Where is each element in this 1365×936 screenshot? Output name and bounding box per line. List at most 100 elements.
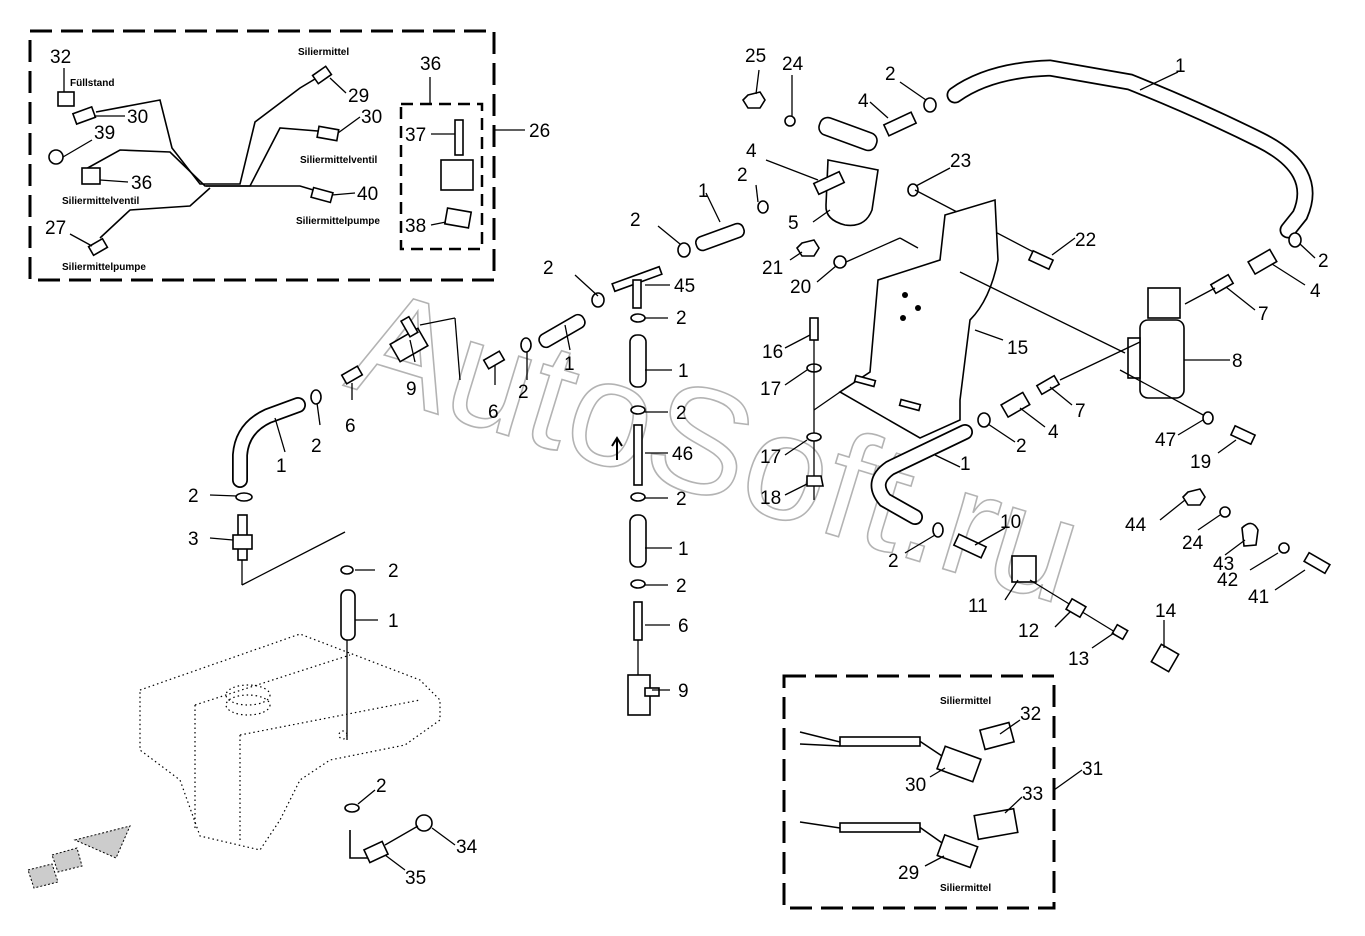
cable-lower-sleeve	[839, 822, 921, 833]
callout-2-center-1: 2	[676, 308, 687, 329]
callout-2-center-4: 2	[676, 576, 687, 597]
connector-29-icon	[311, 65, 333, 85]
harness-inset: 32 Füllstand 30 39 36 Siliermittelventil…	[28, 29, 550, 282]
callout-30-inset: 30	[905, 775, 926, 796]
callout-8: 8	[1232, 351, 1243, 372]
label-siliermittelpumpe-left: Siliermittelpumpe	[62, 262, 146, 273]
cable-upper-sleeve	[839, 736, 921, 747]
label-siliermittel-inset-top: Siliermittel	[940, 696, 991, 707]
sleeve-12-icon	[1064, 597, 1088, 619]
callout-1-center-1: 1	[678, 361, 689, 382]
callout-35: 35	[405, 868, 426, 889]
fitting-4d-icon	[1000, 391, 1031, 419]
nut-44-icon	[1181, 488, 1206, 506]
callout-25: 25	[745, 46, 766, 67]
callout-30-right: 30	[361, 107, 382, 128]
callout-13: 13	[1068, 649, 1089, 670]
callout-1-tank: 1	[388, 611, 399, 632]
connector-inset: Siliermittel 32 30 33 29 Siliermittel 31	[782, 674, 1103, 910]
callout-15: 15	[1007, 338, 1028, 359]
callout-5: 5	[788, 213, 799, 234]
tube-35-icon	[349, 830, 370, 859]
clamp-2-right-icon	[1288, 232, 1302, 248]
callout-36-top: 36	[420, 54, 441, 75]
connector-39-icon	[48, 149, 64, 165]
fitting-3-nut-icon	[232, 534, 253, 550]
callout-2-mid-low: 2	[518, 382, 529, 403]
bolt-16-icon	[809, 317, 819, 341]
screw-37-icon	[454, 119, 464, 156]
callout-26: 26	[529, 121, 550, 142]
callout-38: 38	[405, 216, 426, 237]
callout-1-upper: 1	[698, 181, 709, 202]
callout-29: 29	[348, 86, 369, 107]
washer-24-icon	[784, 115, 796, 127]
callout-9-upper: 9	[406, 379, 417, 400]
bolt-19-icon	[1229, 424, 1257, 446]
callout-11: 11	[968, 596, 988, 617]
washer-17b-icon	[806, 432, 822, 442]
callout-37: 37	[405, 125, 426, 146]
label-siliermittel-inset-bottom: Siliermittel	[940, 883, 991, 894]
callout-2-left: 2	[311, 436, 322, 457]
callout-12: 12	[1018, 621, 1039, 642]
clamp-2l-icon	[630, 579, 646, 589]
valve-plug-36-icon	[81, 167, 101, 185]
callout-4-right: 4	[1310, 281, 1321, 302]
label-siliermittel-top: Siliermittel	[298, 47, 349, 58]
valve-body-icon	[440, 159, 474, 191]
callout-2-left-low: 2	[188, 486, 199, 507]
callout-1-mid: 1	[564, 354, 575, 375]
callout-3: 3	[188, 529, 199, 550]
callout-29-inset: 29	[898, 863, 919, 884]
bolt-41-icon	[1303, 551, 1331, 575]
flow-arrow-icon	[611, 436, 623, 460]
fitting-6-icon	[340, 365, 364, 385]
valve-9-icon	[389, 327, 429, 363]
callout-32: 32	[50, 47, 71, 68]
bracket-15-icon	[838, 198, 999, 439]
callout-6-mid: 6	[488, 402, 499, 423]
nut-18-icon	[806, 475, 824, 487]
bolt-22-icon	[1027, 249, 1055, 271]
fitting-7b-icon	[1035, 374, 1061, 396]
callout-47: 47	[1155, 430, 1176, 451]
valve-9-lever-icon	[399, 315, 419, 338]
fitting-6b-icon	[482, 350, 506, 370]
clamp-2c-icon	[340, 565, 354, 575]
callout-30: 30	[127, 107, 148, 128]
callout-2-top: 2	[885, 64, 896, 85]
callout-23: 23	[950, 151, 971, 172]
callout-4-top: 4	[858, 91, 869, 112]
clamp-2g-icon	[677, 242, 691, 258]
callout-46: 46	[672, 444, 693, 465]
nut-21-icon	[795, 239, 820, 257]
clamp-2k-icon	[630, 492, 646, 502]
callout-19: 19	[1190, 452, 1211, 473]
clamp-2e-icon	[520, 337, 532, 353]
callout-21: 21	[762, 258, 783, 279]
callout-1-top-hose: 1	[1175, 56, 1186, 77]
callout-20: 20	[790, 277, 811, 298]
hose-1b-icon	[538, 313, 586, 349]
washer-24b-icon	[1219, 506, 1231, 518]
harness-wire-left	[99, 187, 211, 239]
callout-2-center-3: 2	[676, 489, 687, 510]
callout-6-center: 6	[678, 616, 689, 637]
harness-inset-frame	[28, 29, 496, 282]
callout-17-upper: 17	[760, 379, 781, 400]
nut-25-icon	[741, 91, 766, 109]
cap-14-icon	[1150, 643, 1180, 673]
callout-2-bracket: 2	[1016, 436, 1027, 457]
callout-1-left: 1	[276, 456, 287, 477]
callout-4-filter: 4	[746, 141, 757, 162]
callout-17-lower: 17	[760, 447, 781, 468]
connector-30-inset-icon	[936, 745, 982, 783]
callout-7-left: 7	[1075, 401, 1086, 422]
callout-2-center-2: 2	[676, 403, 687, 424]
connector-30-right-icon	[316, 125, 340, 142]
washer-23-icon	[907, 183, 919, 197]
cable-upper-wires	[799, 743, 841, 747]
callout-41: 41	[1248, 587, 1269, 608]
